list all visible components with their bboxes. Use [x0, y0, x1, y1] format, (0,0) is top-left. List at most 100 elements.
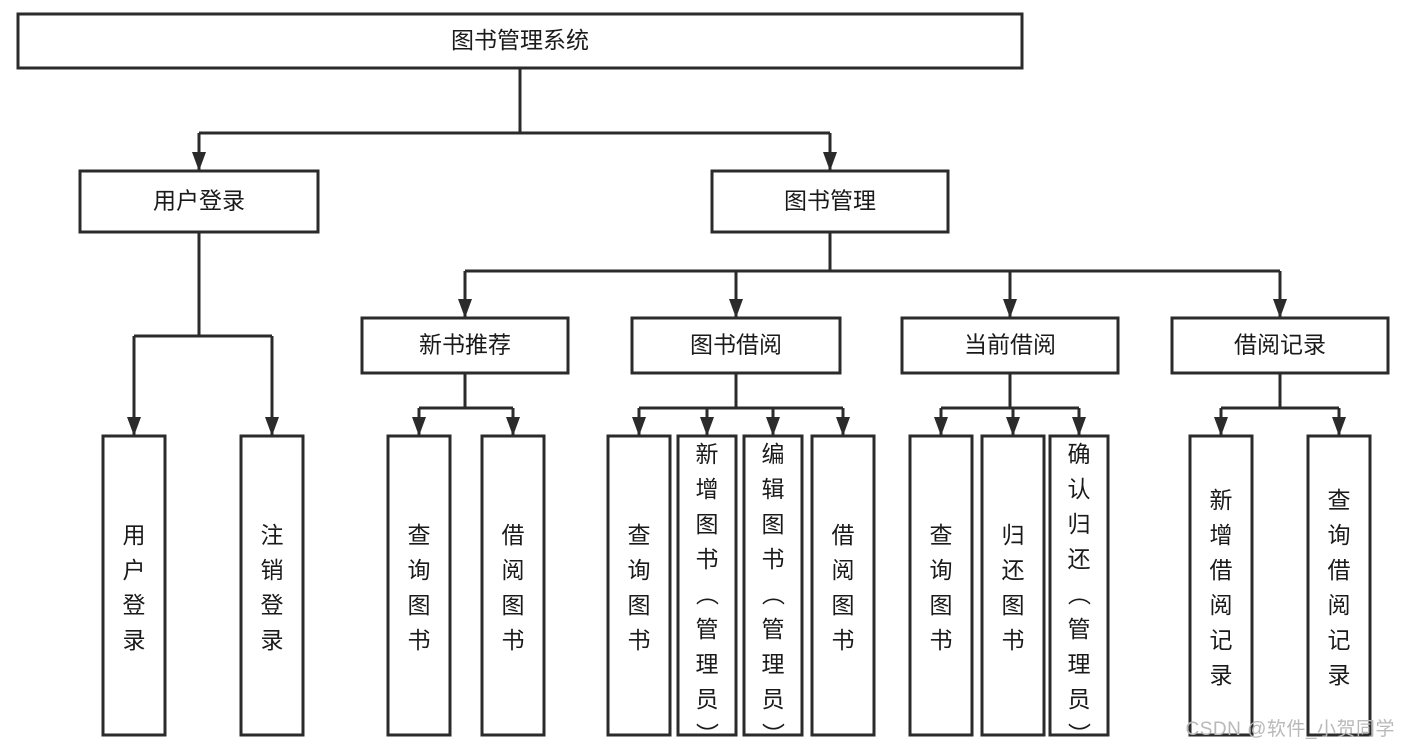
node-box[interactable]: [239, 434, 305, 737]
node-box[interactable]: [360, 316, 570, 375]
arrow-head-icon: [1273, 299, 1287, 318]
arrow-head-icon: [458, 299, 472, 318]
node-label: 新书推荐: [419, 332, 511, 358]
arrow-head-icon: [1214, 417, 1228, 436]
node-label-char: 编: [762, 441, 785, 467]
node-box[interactable]: [16, 12, 1024, 70]
node-label-char: 图: [408, 592, 431, 618]
node-leaf-user-login[interactable]: 用户登录: [101, 434, 167, 737]
node-label-char: 新: [696, 441, 719, 467]
node-box[interactable]: [900, 316, 1120, 375]
node-label-char: 借: [1210, 557, 1233, 583]
node-label: 当前借阅: [964, 332, 1056, 358]
node-label-char: 用: [123, 522, 146, 548]
node-label-char: 还: [1002, 557, 1025, 583]
node-label-char: 书: [832, 627, 855, 653]
node-box[interactable]: [1188, 434, 1254, 737]
node-label-char: 查: [408, 522, 431, 548]
node-label-char: 归: [1068, 511, 1091, 537]
node-label-char: 理: [696, 651, 719, 677]
arrow-head-icon: [823, 152, 837, 171]
node-label-char: 还: [1068, 546, 1091, 572]
node-label-char: 图: [696, 511, 719, 537]
node-label: 图书借阅: [690, 332, 782, 358]
node-label-char: 增: [696, 476, 719, 502]
node-label-char: 记: [1328, 627, 1351, 653]
node-new-book-rec[interactable]: 新书推荐: [360, 316, 570, 375]
node-box[interactable]: [1170, 316, 1390, 375]
node-label-char: 借: [1328, 557, 1351, 583]
node-label-char: 销: [261, 557, 284, 583]
watermark-text: CSDN @软件_小贺同学: [1185, 719, 1395, 740]
node-box[interactable]: [1306, 434, 1372, 737]
node-box[interactable]: [386, 434, 452, 737]
node-box[interactable]: [606, 434, 672, 737]
node-label-char: 图: [832, 592, 855, 618]
node-borrow-record[interactable]: 借阅记录: [1170, 316, 1390, 375]
node-book-mgmt[interactable]: 图书管理: [710, 169, 950, 234]
node-label-char: 借: [502, 522, 525, 548]
node-label-char: 登: [123, 592, 146, 618]
node-box[interactable]: [980, 434, 1046, 737]
arrow-head-icon: [1003, 299, 1017, 318]
node-label-char: 询: [408, 557, 431, 583]
node-label-char: 阅: [1210, 592, 1233, 618]
node-label-char: 录: [123, 627, 146, 653]
node-label-char: 书: [502, 627, 525, 653]
arrow-head-icon: [127, 417, 141, 436]
node-label-char: 书: [628, 627, 651, 653]
node-box[interactable]: [810, 434, 876, 737]
node-label-char: 新: [1210, 487, 1233, 513]
node-label-char: 管: [1068, 616, 1091, 642]
node-box[interactable]: [480, 434, 546, 737]
node-current-borrow[interactable]: 当前借阅: [900, 316, 1120, 375]
node-box[interactable]: [742, 434, 804, 737]
arrow-head-icon: [766, 417, 780, 436]
node-box[interactable]: [630, 316, 842, 375]
node-label-char: 阅: [832, 557, 855, 583]
node-box[interactable]: [908, 434, 974, 737]
node-box[interactable]: [101, 434, 167, 737]
node-label-char: 录: [1328, 662, 1351, 688]
node-label-char: 理: [762, 651, 785, 677]
arrow-head-icon: [934, 417, 948, 436]
node-label-char: 书: [1002, 627, 1025, 653]
arrow-head-icon: [632, 417, 646, 436]
node-user-login[interactable]: 用户登录: [78, 169, 320, 234]
node-label-char: 理: [1068, 651, 1091, 677]
node-label-char: 询: [930, 557, 953, 583]
node-label-char: 书: [696, 546, 719, 572]
node-root[interactable]: 图书管理系统: [16, 12, 1024, 70]
node-label-char: 管: [762, 616, 785, 642]
node-box[interactable]: [710, 169, 950, 234]
node-box[interactable]: [676, 434, 738, 737]
node-label-char: 图: [930, 592, 953, 618]
node-label-char: 认: [1068, 476, 1091, 502]
arrow-head-icon: [412, 417, 426, 436]
node-label-char: 阅: [502, 557, 525, 583]
node-label-char: 员: [762, 686, 785, 712]
arrow-head-icon: [836, 417, 850, 436]
arrow-head-icon: [700, 417, 714, 436]
arrow-head-icon: [506, 417, 520, 436]
node-box[interactable]: [78, 169, 320, 234]
node-book-borrow[interactable]: 图书借阅: [630, 316, 842, 375]
node-label-char: 书: [408, 627, 431, 653]
node-label: 图书管理系统: [451, 27, 589, 53]
node-box[interactable]: [1048, 434, 1110, 737]
node-label-char: （: [694, 583, 720, 606]
